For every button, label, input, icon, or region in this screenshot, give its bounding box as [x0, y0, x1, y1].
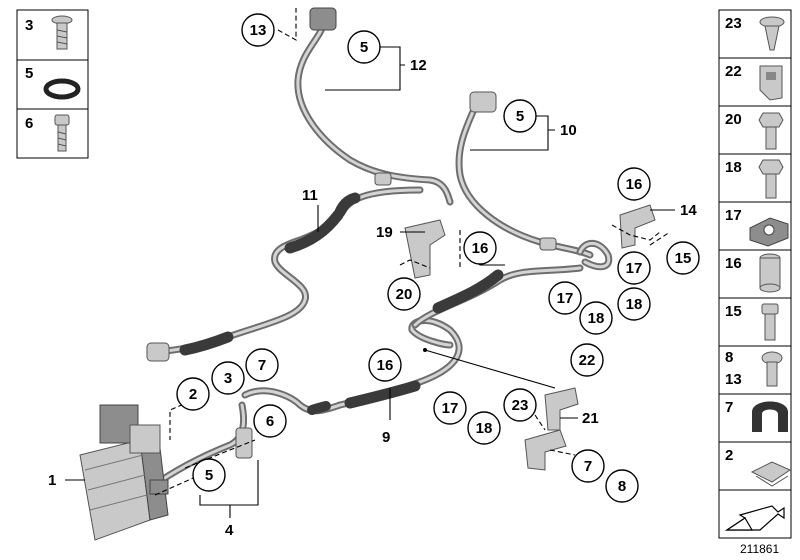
svg-text:16: 16 [626, 176, 643, 193]
pipe-assembly [146, 24, 613, 492]
svg-text:16: 16 [472, 240, 489, 257]
callout-21: 21 [582, 410, 599, 427]
right-panel-label-17: 17 [725, 207, 742, 224]
callout-15: 15 [666, 241, 700, 275]
callout-6: 6 [253, 404, 287, 438]
callout-4: 4 [225, 522, 234, 539]
callout-1: 1 [48, 472, 56, 489]
button-head-screw-icon [761, 351, 783, 387]
callout-14: 14 [680, 202, 697, 219]
callout-22: 22 [570, 343, 604, 377]
svg-text:22: 22 [579, 352, 596, 369]
callout-9: 9 [382, 429, 390, 446]
callout-20: 20 [387, 277, 421, 311]
svg-text:3: 3 [224, 370, 232, 387]
right-panel-label-23: 23 [725, 15, 742, 32]
callout-16-right: 16 [617, 167, 651, 201]
callout-11: 11 [302, 187, 318, 204]
callout-12: 12 [410, 57, 427, 74]
oil-cooler [79, 404, 169, 541]
svg-text:17: 17 [557, 290, 574, 307]
clamp-icon [749, 217, 789, 247]
svg-text:13: 13 [250, 22, 267, 39]
callout-5-bottom: 5 [192, 458, 226, 492]
callout-17-mid: 17 [548, 281, 582, 315]
left-panel-label-3: 3 [25, 17, 33, 34]
callout-17-right: 17 [617, 251, 651, 285]
callout-7-lower: 7 [571, 449, 605, 483]
svg-text:17: 17 [442, 400, 459, 417]
spring-nut-icon [750, 461, 792, 487]
right-panel-label-15: 15 [725, 303, 742, 320]
callout-18-lower: 18 [467, 411, 501, 445]
callout-13: 13 [241, 13, 275, 47]
left-panel-label-6: 6 [25, 115, 33, 132]
callout-16-mid: 16 [463, 231, 497, 265]
o-ring-icon [43, 78, 81, 100]
svg-text:6: 6 [266, 413, 274, 430]
svg-text:5: 5 [360, 39, 368, 56]
flange-screw-icon [759, 16, 785, 51]
svg-text:18: 18 [588, 310, 605, 327]
diagram-reference-number: 211861 [740, 542, 779, 556]
right-panel-label-13: 13 [725, 371, 742, 388]
socket-head-bolt-icon [54, 114, 70, 152]
spacer-sleeve-icon [759, 253, 781, 293]
callout-17-lower: 17 [433, 391, 467, 425]
right-parts-panel: 23 22 20 18 17 16 1 [718, 9, 792, 539]
callout-23: 23 [503, 388, 537, 422]
arrow-icon [725, 505, 785, 531]
right-panel-label-8: 8 [725, 349, 733, 366]
svg-text:7: 7 [584, 458, 592, 475]
socket-head-bolt-icon [761, 303, 779, 341]
callout-8: 8 [605, 469, 639, 503]
callout-16-lower: 16 [368, 348, 402, 382]
svg-text:18: 18 [476, 420, 493, 437]
svg-text:5: 5 [205, 467, 213, 484]
svg-text:15: 15 [675, 250, 692, 267]
callout-18-right: 18 [617, 287, 651, 321]
right-panel-label-22: 22 [725, 63, 742, 80]
callout-10: 10 [560, 122, 577, 139]
clip-nut-icon [759, 65, 783, 101]
svg-text:2: 2 [189, 386, 197, 403]
callout-19: 19 [376, 224, 393, 241]
svg-text:8: 8 [618, 478, 626, 495]
right-panel-label-2: 2 [725, 447, 733, 464]
right-panel-label-7: 7 [725, 399, 733, 416]
right-panel-label-18: 18 [725, 159, 742, 176]
callout-5-top: 5 [347, 30, 381, 64]
svg-text:16: 16 [377, 357, 394, 374]
svg-text:20: 20 [396, 286, 413, 303]
callout-7-left: 7 [245, 348, 279, 382]
right-panel-label-20: 20 [725, 111, 742, 128]
svg-text:17: 17 [626, 260, 643, 277]
fittings [146, 7, 656, 471]
callout-2: 2 [176, 377, 210, 411]
svg-text:7: 7 [258, 357, 266, 374]
svg-text:23: 23 [512, 397, 529, 414]
torx-bolt-icon [51, 15, 73, 50]
left-panel-label-5: 5 [25, 65, 33, 82]
left-parts-panel: 3 5 6 [16, 9, 89, 159]
callout-3: 3 [211, 361, 245, 395]
right-panel-label-16: 16 [725, 255, 742, 272]
rubber-grommet-icon [752, 401, 788, 432]
hex-bolt-icon [758, 112, 784, 150]
hex-bolt-icon [758, 159, 784, 199]
callout-5-mid: 5 [503, 99, 537, 133]
callout-18-mid: 18 [579, 301, 613, 335]
svg-text:5: 5 [516, 108, 524, 125]
svg-text:18: 18 [626, 296, 643, 313]
